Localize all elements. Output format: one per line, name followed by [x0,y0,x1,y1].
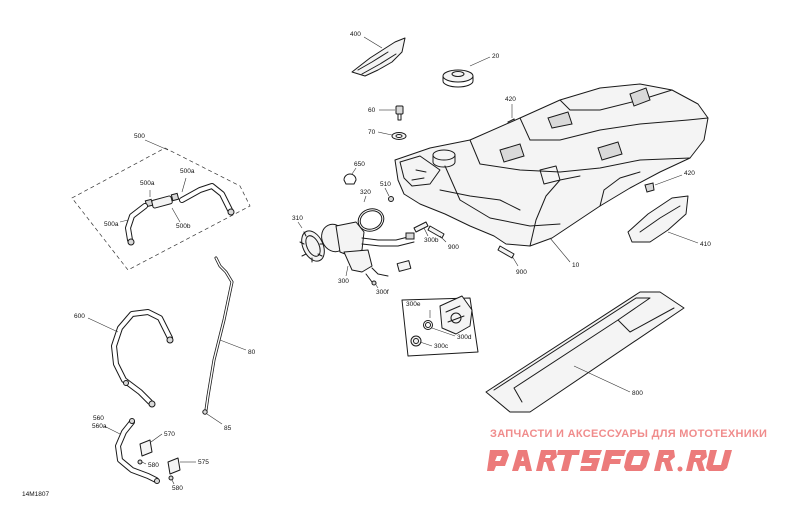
part-80-vent-line: 80 85 [202,256,256,432]
callout-650: 650 [354,161,365,168]
part-580-clip-a: 580 [137,459,159,469]
part-420-clip-right: 420 [644,170,695,193]
callout-300: 300 [338,278,349,285]
callout-510: 510 [380,181,391,188]
part-300b-hose: 300b [413,221,439,244]
callout-500a-1: 500a [140,180,155,187]
callout-320: 320 [360,189,371,196]
callout-85: 85 [224,425,232,432]
callout-400: 400 [350,31,361,38]
callout-60: 60 [368,107,376,114]
part-580-clip-b: 580 [168,475,183,492]
watermark-text: ЗАПЧАСТИ И АКСЕССУАРЫ ДЛЯ МОТОТЕХНИКИ [490,428,767,440]
callout-500a-2: 500a [180,168,195,175]
callout-80: 80 [248,349,256,356]
part-300-fuel-pump: 300 [321,221,415,285]
callout-300f: 300f [376,289,389,296]
diagram-code: 14M1807 [22,491,49,498]
callout-600: 600 [74,313,85,320]
part-60-sensor: 60 [368,105,404,121]
callout-310: 310 [292,215,303,222]
part-400-heat-shield: 400 [350,31,406,77]
callout-10: 10 [572,262,580,269]
callout-300b: 300b [424,237,439,244]
watermark-logo [487,450,732,472]
callout-70: 70 [368,129,376,136]
callout-20: 20 [492,53,500,60]
part-410-heat-shield: 410 [627,195,711,248]
callout-300c: 300c [434,343,449,350]
callout-560: 560 [93,415,104,422]
callout-800: 800 [632,390,643,397]
callout-300e: 300e [406,301,421,308]
part-650-clamp: 650 [343,161,365,185]
part-20-fuel-cap: 20 [442,53,500,88]
callout-410: 410 [700,241,711,248]
callout-900-lower: 900 [516,269,527,276]
part-70-ring: 70 [368,129,407,140]
part-800-tank-pad: 800 [485,291,685,413]
callout-580-b: 580 [172,485,183,492]
callout-580-a: 580 [148,462,159,469]
callout-575: 575 [198,459,209,466]
part-320-gasket: 320 [357,189,385,232]
part-570-bracket: 570 [139,431,175,457]
callout-570: 570 [164,431,175,438]
part-510-screw: 510 [380,181,394,202]
part-560-hose: 560 560a [92,415,160,484]
callout-500: 500 [134,133,145,140]
callout-500a-3: 500a [104,221,119,228]
callout-300d: 300d [457,334,472,341]
watermark: ЗАПЧАСТИ И АКСЕССУАРЫ ДЛЯ МОТОТЕХНИКИ [487,428,767,472]
part-575-bracket: 575 [167,457,209,475]
callout-500b: 500b [176,223,191,230]
part-300f-sensor: 300f [365,273,389,296]
callout-420-top: 420 [505,96,516,103]
callout-900-upper: 900 [448,244,459,251]
part-900-tube-lower: 900 [497,245,527,276]
part-10-fuel-tank: 10 [394,83,709,269]
callout-560a: 560a [92,423,107,430]
part-600-hose: 600 [74,309,174,408]
part-900-tube-upper: 900 [427,225,459,251]
callout-420-right: 420 [684,170,695,177]
part-500-filter-group: 500 500a 500a 500a 500b [71,133,251,271]
part-310-lock-ring: 310 [292,215,325,263]
part-300-pump-detail: 300e 300d 300c [401,295,479,357]
